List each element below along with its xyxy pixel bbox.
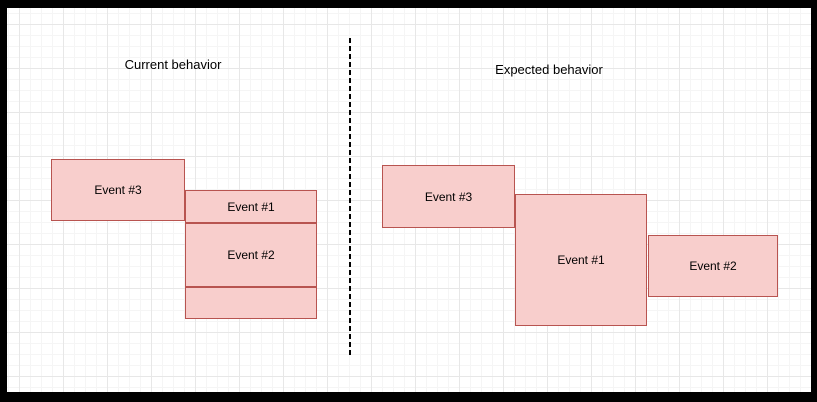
event-box-1-expected: Event #1	[515, 194, 647, 326]
event-box-3-current: Event #3	[51, 159, 185, 221]
diagram-canvas: Current behavior Event #3 Event #1 Event…	[7, 8, 811, 392]
event-label: Event #1	[557, 253, 605, 267]
event-box-2-expected: Event #2	[648, 235, 778, 297]
event-label: Event #1	[227, 199, 275, 214]
event-label: Event #3	[94, 183, 142, 197]
divider-dashed-line	[349, 38, 351, 358]
event-box-3-expected: Event #3	[382, 165, 515, 228]
event-label: Event #2	[689, 259, 737, 273]
expected-behavior-title: Expected behavior	[495, 62, 603, 77]
event-box-1-current: Event #1	[185, 190, 317, 223]
event-label: Event #2	[227, 248, 275, 262]
current-behavior-title: Current behavior	[124, 57, 222, 72]
event-box-empty-current	[185, 287, 317, 319]
event-label: Event #3	[424, 189, 473, 204]
event-box-2-current: Event #2	[185, 223, 317, 287]
